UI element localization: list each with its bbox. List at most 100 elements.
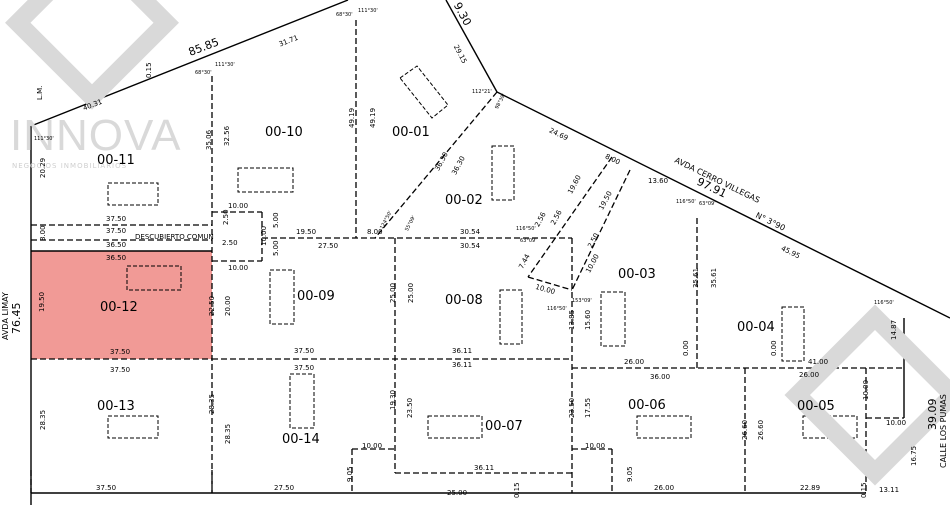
angle-label: 112°21' — [472, 89, 492, 95]
angle-label: 111°30' — [215, 62, 235, 68]
dim-label: 19.60 — [566, 174, 582, 195]
angle-label: 63°09' — [699, 201, 716, 207]
dim-label: 35.61 — [710, 268, 718, 288]
angle-label: 55°09' — [404, 215, 417, 232]
dim-label: 24.69 — [548, 126, 570, 142]
lot-00-02: 00-02 — [445, 193, 483, 208]
innova-logo-icon — [5, 0, 950, 486]
angle-label: 116°50' — [547, 306, 567, 312]
dim-label: 36.50 — [106, 254, 126, 262]
dim-label: 10.00 — [362, 442, 382, 450]
dim-label: 35.06 — [205, 129, 213, 150]
dim-label: 8.00 — [39, 225, 47, 241]
dim-label: 22.89 — [800, 484, 820, 492]
dim-label: 2.50 — [222, 209, 230, 225]
street-limay: AVDA LIMAY — [1, 292, 10, 340]
dim-label: 26.00 — [799, 371, 819, 379]
dim-label: 26.00 — [654, 484, 674, 492]
lot-00-01: 00-01 — [392, 125, 430, 140]
dim-label: 13.11 — [879, 486, 899, 494]
dim-label: 25.00 — [389, 283, 397, 303]
building-footprints — [107, 65, 858, 439]
dim-label: 9.05 — [346, 466, 354, 482]
dim-label: 2.50 — [586, 232, 600, 250]
dim-label: 7.44 — [517, 252, 532, 270]
street-los-pumas: CALLE LOS PUMAS — [939, 394, 948, 468]
dim-label: 10.00 — [886, 419, 906, 427]
dim-label: 36.50 — [106, 241, 126, 249]
common-area-label: DESCUBIERTO COMUN — [135, 233, 214, 241]
dim-label: 19.50 — [296, 228, 316, 236]
dim-label: 37.50 — [110, 348, 130, 356]
dim-label: 0.15 — [860, 482, 868, 498]
dim-label: 20.29 — [39, 158, 47, 178]
dim-label: 23.50 — [568, 398, 576, 418]
lot-00-13: 00-13 — [97, 399, 135, 414]
dim-label: 37.50 — [110, 366, 130, 374]
street-cerro-villegas-angle: N° 3°90 — [754, 211, 787, 233]
dim-label: 15.60 — [584, 310, 592, 330]
lot-00-07: 00-07 — [485, 419, 523, 434]
dim-label: 13.60 — [648, 177, 668, 185]
dim-label: 22.50 — [208, 296, 216, 316]
dim-label: 49.19 — [348, 108, 356, 128]
dim-label: 10.00 — [584, 253, 600, 274]
dim-label: 26.00 — [624, 358, 644, 366]
dim-label: 36.30 — [433, 151, 449, 172]
dim-label: 37.50 — [294, 364, 314, 372]
lot-00-05: 00-05 — [797, 399, 835, 414]
watermark-name: INNOVA — [10, 111, 181, 160]
street-lm: L.M. — [36, 86, 44, 100]
lot-00-09: 00-09 — [297, 289, 335, 304]
dim-label: 16.75 — [910, 446, 918, 466]
angle-label: 68°30' — [195, 70, 212, 76]
dim-label: 13.85 — [568, 310, 576, 330]
dim-label: 37.50 — [96, 484, 116, 492]
dim-label: 25.00 — [447, 489, 467, 497]
dim-label: 17.55 — [584, 398, 592, 418]
angle-label: 68°30' — [336, 12, 353, 18]
angle-label: 116°50' — [516, 226, 536, 232]
angle-label: 98°39' — [494, 93, 507, 110]
dim-label: 36.30 — [450, 155, 466, 176]
dim-label: 36.00 — [650, 373, 670, 381]
lot-00-03: 00-03 — [618, 267, 656, 282]
dim-label: 36.11 — [452, 361, 472, 369]
dim-label: 45.95 — [780, 244, 802, 260]
dim-label: 20.00 — [224, 296, 232, 316]
dim-label: 30.54 — [460, 242, 481, 250]
lot-00-14: 00-14 — [282, 432, 320, 447]
angle-label: 111°30' — [34, 136, 54, 142]
street-top-length: 85.85 — [187, 35, 221, 58]
dim-label: 30.54 — [460, 228, 481, 236]
dim-label: 41.00 — [808, 358, 828, 366]
lot-00-08: 00-08 — [445, 293, 483, 308]
dim-label: 36.11 — [474, 464, 494, 472]
dim-label: 28.35 — [39, 410, 47, 430]
dim-label: 0.15 — [145, 62, 153, 78]
dim-label: 26.60 — [757, 420, 765, 440]
angle-label: 153°09' — [572, 298, 592, 304]
dim-label: 10.00 — [228, 264, 248, 272]
dim-label: 2.50 — [222, 239, 238, 247]
dim-label: 2.56 — [549, 208, 564, 226]
lot-00-12-highlight — [31, 251, 212, 359]
dim-label: 37.50 — [106, 215, 126, 223]
dim-label: 36.11 — [452, 347, 472, 355]
angle-label: 116°50' — [676, 199, 696, 205]
dim-label: 28.35 — [208, 394, 216, 414]
dim-label: 0.00 — [770, 340, 778, 356]
dim-label: 25.00 — [407, 283, 415, 303]
angle-label: 116°50' — [874, 300, 894, 306]
angle-label: 63°09' — [520, 238, 537, 244]
street-limay-length: 76.45 — [10, 303, 23, 335]
boundary-lines — [30, 0, 950, 505]
lot-00-06: 00-06 — [628, 398, 666, 413]
dim-label: 35.61 — [692, 268, 700, 288]
watermark-tagline: NEGOCIOS INMOBILIARIOS — [12, 162, 127, 170]
dim-label: 49.19 — [369, 108, 377, 128]
dim-label: 8.00 — [367, 228, 383, 236]
dim-label: 26.60 — [741, 420, 749, 440]
lot-00-12: 00-12 — [100, 300, 138, 315]
